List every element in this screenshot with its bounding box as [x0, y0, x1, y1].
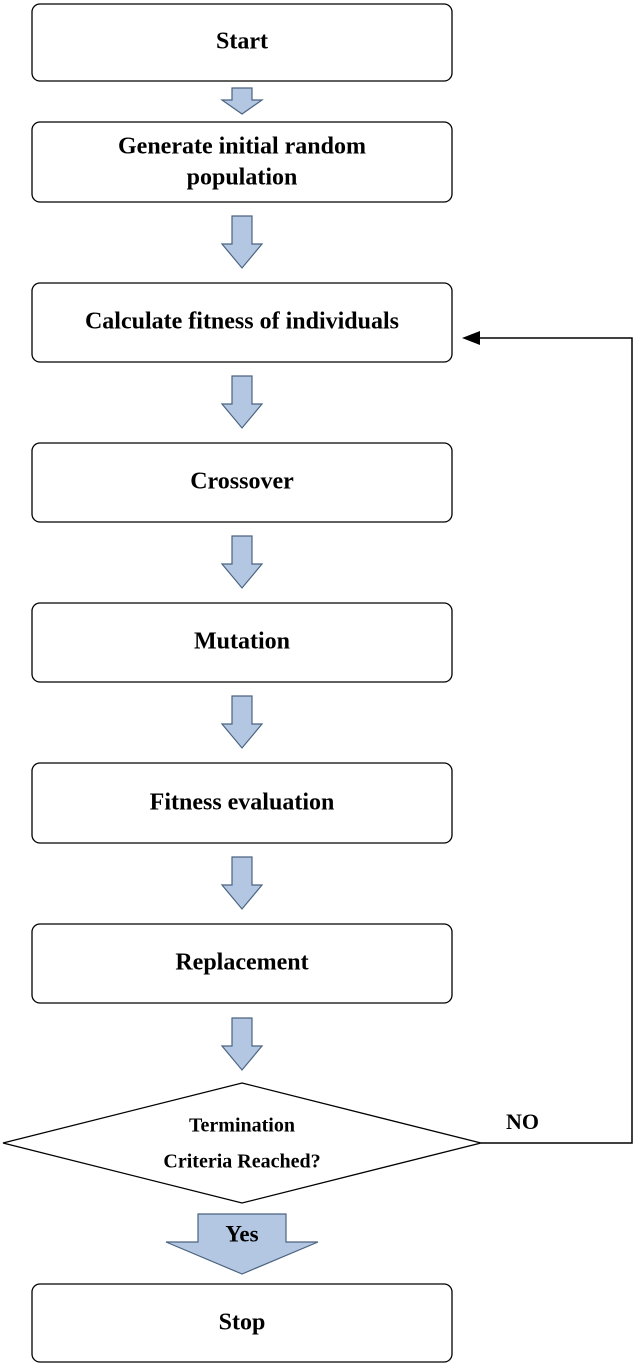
flow-arrow-1 [220, 87, 264, 115]
yes-connector: Yes [165, 1213, 319, 1275]
calculate-fitness-box [31, 282, 453, 363]
replacement-label: Replacement [175, 950, 308, 976]
flow-arrow-4 [220, 535, 264, 589]
flow-arrow-3 [220, 375, 264, 429]
mutation-node: Mutation [31, 602, 453, 683]
stop-node: Stop [31, 1283, 453, 1363]
stop-box [31, 1283, 453, 1363]
flow-arrow-7 [220, 1017, 264, 1071]
fitness-evaluation-label: Fitness evaluation [150, 790, 335, 816]
crossover-node: Crossover [31, 442, 453, 523]
no-label: NO [506, 1109, 539, 1134]
stop-label: Stop [219, 1310, 266, 1336]
crossover-box [31, 442, 453, 523]
replacement-box [31, 923, 453, 1004]
no-loop-connector: NO [462, 331, 633, 1144]
start-label: Start [216, 29, 268, 55]
replacement-node: Replacement [31, 923, 453, 1004]
generate-population-box [31, 121, 453, 203]
calculate-fitness-label: Calculate fitness of individuals [85, 309, 399, 335]
decision-label-line1: Termination [189, 1115, 295, 1137]
flow-arrow-5 [220, 695, 264, 749]
decision-label-line2: Criteria Reached? [163, 1151, 320, 1173]
no-loop-arrowhead [462, 331, 480, 345]
flow-arrow-6 [220, 856, 264, 910]
start-node: Start [31, 3, 453, 82]
termination-decision-node: Termination Criteria Reached? [2, 1082, 482, 1204]
no-loop-line [478, 337, 633, 1144]
fitness-evaluation-node: Fitness evaluation [31, 762, 453, 844]
generate-population-node: Generate initial random population [31, 121, 453, 203]
mutation-box [31, 602, 453, 683]
yes-label: Yes [225, 1221, 258, 1246]
calculate-fitness-node: Calculate fitness of individuals [31, 282, 453, 363]
yes-arrow [165, 1213, 319, 1275]
flow-arrow-2 [220, 215, 264, 269]
crossover-label: Crossover [190, 469, 294, 495]
fitness-evaluation-box [31, 762, 453, 844]
start-box [31, 3, 453, 82]
generate-population-label-line2: population [187, 165, 298, 191]
generate-population-label-line1: Generate initial random [118, 134, 366, 160]
termination-decision-diamond [2, 1082, 482, 1204]
mutation-label: Mutation [194, 629, 290, 655]
